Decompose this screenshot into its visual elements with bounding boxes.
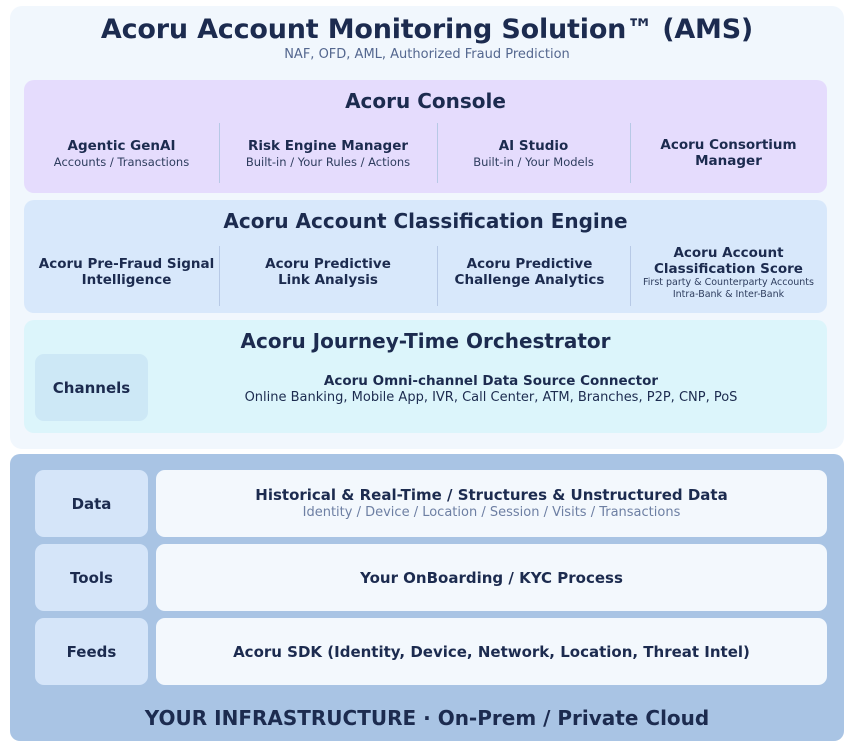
feeds-label: Feeds xyxy=(66,643,117,661)
console-item-title: Acoru Consortium xyxy=(660,137,797,153)
console-divider xyxy=(630,123,631,183)
classification-item-title: Acoru Pre-Fraud Signal xyxy=(38,256,215,272)
channels-label: Channels xyxy=(52,379,131,397)
classification-title: Acoru Account Classification Engine xyxy=(223,209,628,233)
console-title: Acoru Console xyxy=(345,89,506,113)
connector-channels: Online Banking, Mobile App, IVR, Call Ce… xyxy=(244,390,738,405)
classification-item-title: Intelligence xyxy=(81,272,172,288)
journey-title: Acoru Journey-Time Orchestrator xyxy=(240,329,611,353)
classification-item-title: Acoru Account xyxy=(673,245,784,261)
console-item-title: AI Studio xyxy=(498,138,569,154)
infrastructure-footer: YOUR INFRASTRUCTURE · On-Prem / Private … xyxy=(144,706,710,730)
console-item-agentic-genai: Agentic GenAI Accounts / Transactions xyxy=(24,138,219,170)
console-item-title: Risk Engine Manager xyxy=(247,138,409,154)
classification-divider xyxy=(219,246,220,306)
console-item-ai-studio: AI Studio Built-in / Your Models xyxy=(437,138,630,170)
ams-subtitle: NAF, OFD, AML, Authorized Fraud Predicti… xyxy=(284,47,570,62)
connector-title: Acoru Omni-channel Data Source Connector xyxy=(323,373,659,389)
data-label-box xyxy=(35,470,148,537)
console-panel xyxy=(24,80,827,193)
classification-panel xyxy=(24,200,827,313)
classification-item-sub: First party & Counterparty Accounts xyxy=(643,277,814,288)
console-item-title: Manager xyxy=(695,153,762,169)
classification-item-link-analysis: Acoru Predictive Link Analysis xyxy=(219,256,437,288)
data-sub: Identity / Device / Location / Session /… xyxy=(302,505,681,520)
data-content-box xyxy=(156,470,827,537)
classification-item-classification-score: Acoru Account Classification Score First… xyxy=(630,245,827,301)
classification-item-title: Classification Score xyxy=(654,261,803,277)
tools-title: Your OnBoarding / KYC Process xyxy=(360,569,623,587)
ams-title: Acoru Account Monitoring Solution™ (AMS) xyxy=(100,14,754,45)
feeds-label-box xyxy=(35,618,148,685)
console-item-title: Agentic GenAI xyxy=(67,138,176,154)
channels-box xyxy=(35,354,148,421)
data-label: Data xyxy=(71,495,112,513)
journey-panel xyxy=(24,320,827,433)
tools-content-box xyxy=(156,544,827,611)
feeds-title: Acoru SDK (Identity, Device, Network, Lo… xyxy=(233,643,750,661)
tools-label: Tools xyxy=(70,569,113,587)
classification-item-sub: Intra-Bank & Inter-Bank xyxy=(672,289,785,300)
classification-item-title: Acoru Predictive xyxy=(466,256,593,272)
classification-item-title: Link Analysis xyxy=(278,272,378,288)
feeds-content-box xyxy=(156,618,827,685)
classification-item-title: Challenge Analytics xyxy=(454,272,605,288)
classification-item-challenge-analytics: Acoru Predictive Challenge Analytics xyxy=(437,256,622,288)
classification-item-title: Acoru Predictive xyxy=(265,256,391,272)
console-item-risk-engine-manager: Risk Engine Manager Built-in / Your Rule… xyxy=(219,138,437,170)
classification-divider xyxy=(630,246,631,306)
console-item-consortium-manager: Acoru Consortium Manager xyxy=(630,137,827,169)
console-item-sub: Accounts / Transactions xyxy=(53,155,190,169)
classification-item-pre-fraud-signal: Acoru Pre-Fraud Signal Intelligence xyxy=(24,256,229,288)
data-title: Historical & Real-Time / Structures & Un… xyxy=(255,486,728,504)
console-item-sub: Built-in / Your Rules / Actions xyxy=(245,155,411,169)
tools-label-box xyxy=(35,544,148,611)
console-item-sub: Built-in / Your Models xyxy=(473,155,594,169)
console-divider xyxy=(219,123,220,183)
classification-divider xyxy=(437,246,438,306)
console-divider xyxy=(437,123,438,183)
